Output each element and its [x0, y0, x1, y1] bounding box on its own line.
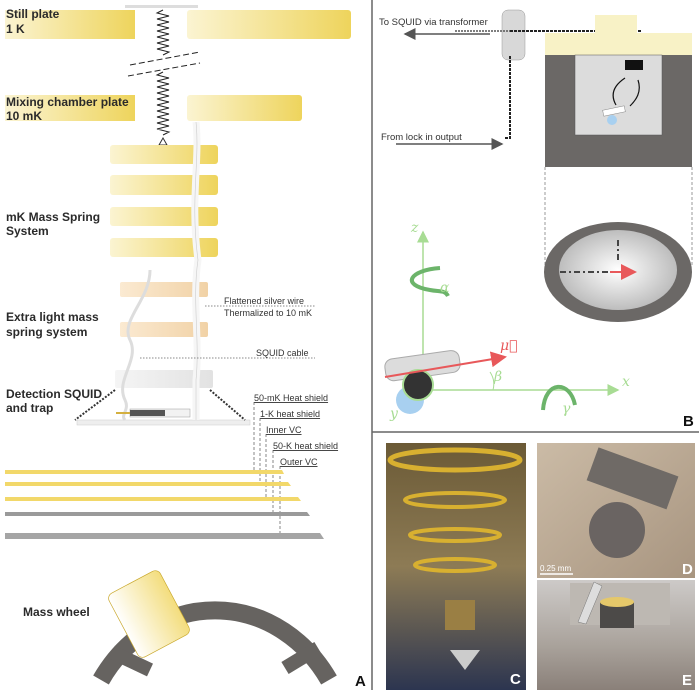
mass-wheel-label: Mass wheel — [23, 605, 90, 619]
spring-upper — [155, 9, 171, 56]
transformer — [501, 9, 526, 61]
gamma-label: γ — [562, 401, 571, 417]
mk-mass-spring-label-2: System — [6, 224, 49, 238]
to-squid-label: To SQUID via transformer — [379, 17, 488, 28]
shield-50mk-label: 50-mK Heat shield — [254, 393, 328, 403]
alpha-rotation-arrow — [409, 266, 450, 298]
beta-label: β — [493, 369, 502, 385]
gamma-rotation-arrow — [541, 384, 577, 411]
mk-mass-spring-label: mK Mass Spring — [6, 210, 100, 224]
wheel-rim — [93, 601, 337, 685]
panel-a-letter: A — [355, 673, 366, 690]
from-lockin-label: From lock in output — [381, 132, 462, 143]
rotation-arrows — [612, 77, 640, 107]
inner-vc-label: Inner VC — [266, 425, 302, 435]
squid-cable-label: SQUID cable — [256, 348, 309, 358]
wheel-spoke — [281, 642, 322, 674]
break-line — [129, 51, 201, 66]
mk-mass-plates — [74, 121, 251, 426]
inner-vc — [5, 497, 301, 501]
scale-bar-label: 0.25 mm — [540, 564, 571, 573]
still-plate-right — [187, 10, 351, 39]
shield-1k-label: 1-K heat shield — [260, 409, 320, 419]
extra-light-label-2: spring system — [6, 325, 87, 339]
heat-shield-labels: 50-mK Heat shield 1-K heat shield Inner … — [5, 393, 338, 539]
top-plate — [125, 5, 198, 8]
suspension-point — [158, 136, 168, 146]
trap-cavity — [574, 54, 663, 136]
still-plate-temp: 1 K — [6, 22, 25, 36]
shield-1k — [5, 482, 291, 486]
panel-e-photo: E — [537, 580, 695, 690]
particle-small — [607, 115, 617, 125]
shield-50k-label: 50-K heat shield — [273, 441, 338, 451]
y-axis-label: y — [389, 406, 399, 422]
wheel-spoke — [109, 645, 153, 677]
break-line — [127, 62, 201, 77]
detection-squid-label-2: and trap — [6, 401, 53, 415]
axes: z x y α β γ μ⃗ — [384, 220, 630, 422]
trap-dish-inner — [559, 230, 677, 310]
alpha-label: α — [440, 280, 450, 296]
trap-top — [595, 15, 637, 33]
silver-wire-label-2: Thermalized to 10 mK — [224, 308, 312, 318]
x-axis-label: x — [622, 374, 630, 390]
panel-b-letter: B — [683, 413, 694, 430]
mass-wheel — [93, 570, 337, 685]
silver-wire-label: Flattened silver wire — [224, 296, 304, 306]
shield-50mk — [5, 470, 284, 474]
panel-e-letter: E — [682, 672, 692, 689]
panel-d-photo: 0.25 mm D — [537, 443, 695, 578]
panel-a: Still plate 1 K Mixing chamber plate 10 … — [5, 5, 366, 690]
mixing-plate-right — [187, 95, 302, 121]
spring-middle — [155, 71, 171, 136]
panel-d-letter: D — [682, 561, 693, 578]
outer-vc-label: Outer VC — [280, 457, 318, 467]
panel-c-photo: C — [386, 443, 526, 690]
z-axis-label: z — [410, 220, 419, 236]
still-plate-label: Still plate — [6, 7, 60, 21]
y-axis-end — [402, 369, 434, 401]
detection-squid-label: Detection SQUID — [6, 387, 102, 401]
mu-label: μ⃗ — [500, 338, 518, 354]
still-plate-left — [5, 10, 135, 39]
extra-light-label: Extra light mass — [6, 310, 99, 324]
mixing-plate-label: Mixing chamber plate — [6, 95, 129, 109]
pickup-coil — [625, 60, 643, 70]
panel-b: To SQUID via transformer From lock in ou… — [379, 9, 694, 430]
moment-vector — [384, 351, 507, 378]
shield-50k — [5, 512, 310, 516]
mixing-plate-temp: 10 mK — [6, 109, 42, 123]
mass-block — [108, 570, 190, 658]
beta-angle-arc — [489, 371, 495, 391]
magnet-small — [602, 105, 626, 117]
panel-c-letter: C — [510, 671, 521, 688]
outer-vc — [5, 533, 324, 539]
trap-plate — [545, 33, 692, 55]
mixing-plate-left — [5, 95, 135, 121]
